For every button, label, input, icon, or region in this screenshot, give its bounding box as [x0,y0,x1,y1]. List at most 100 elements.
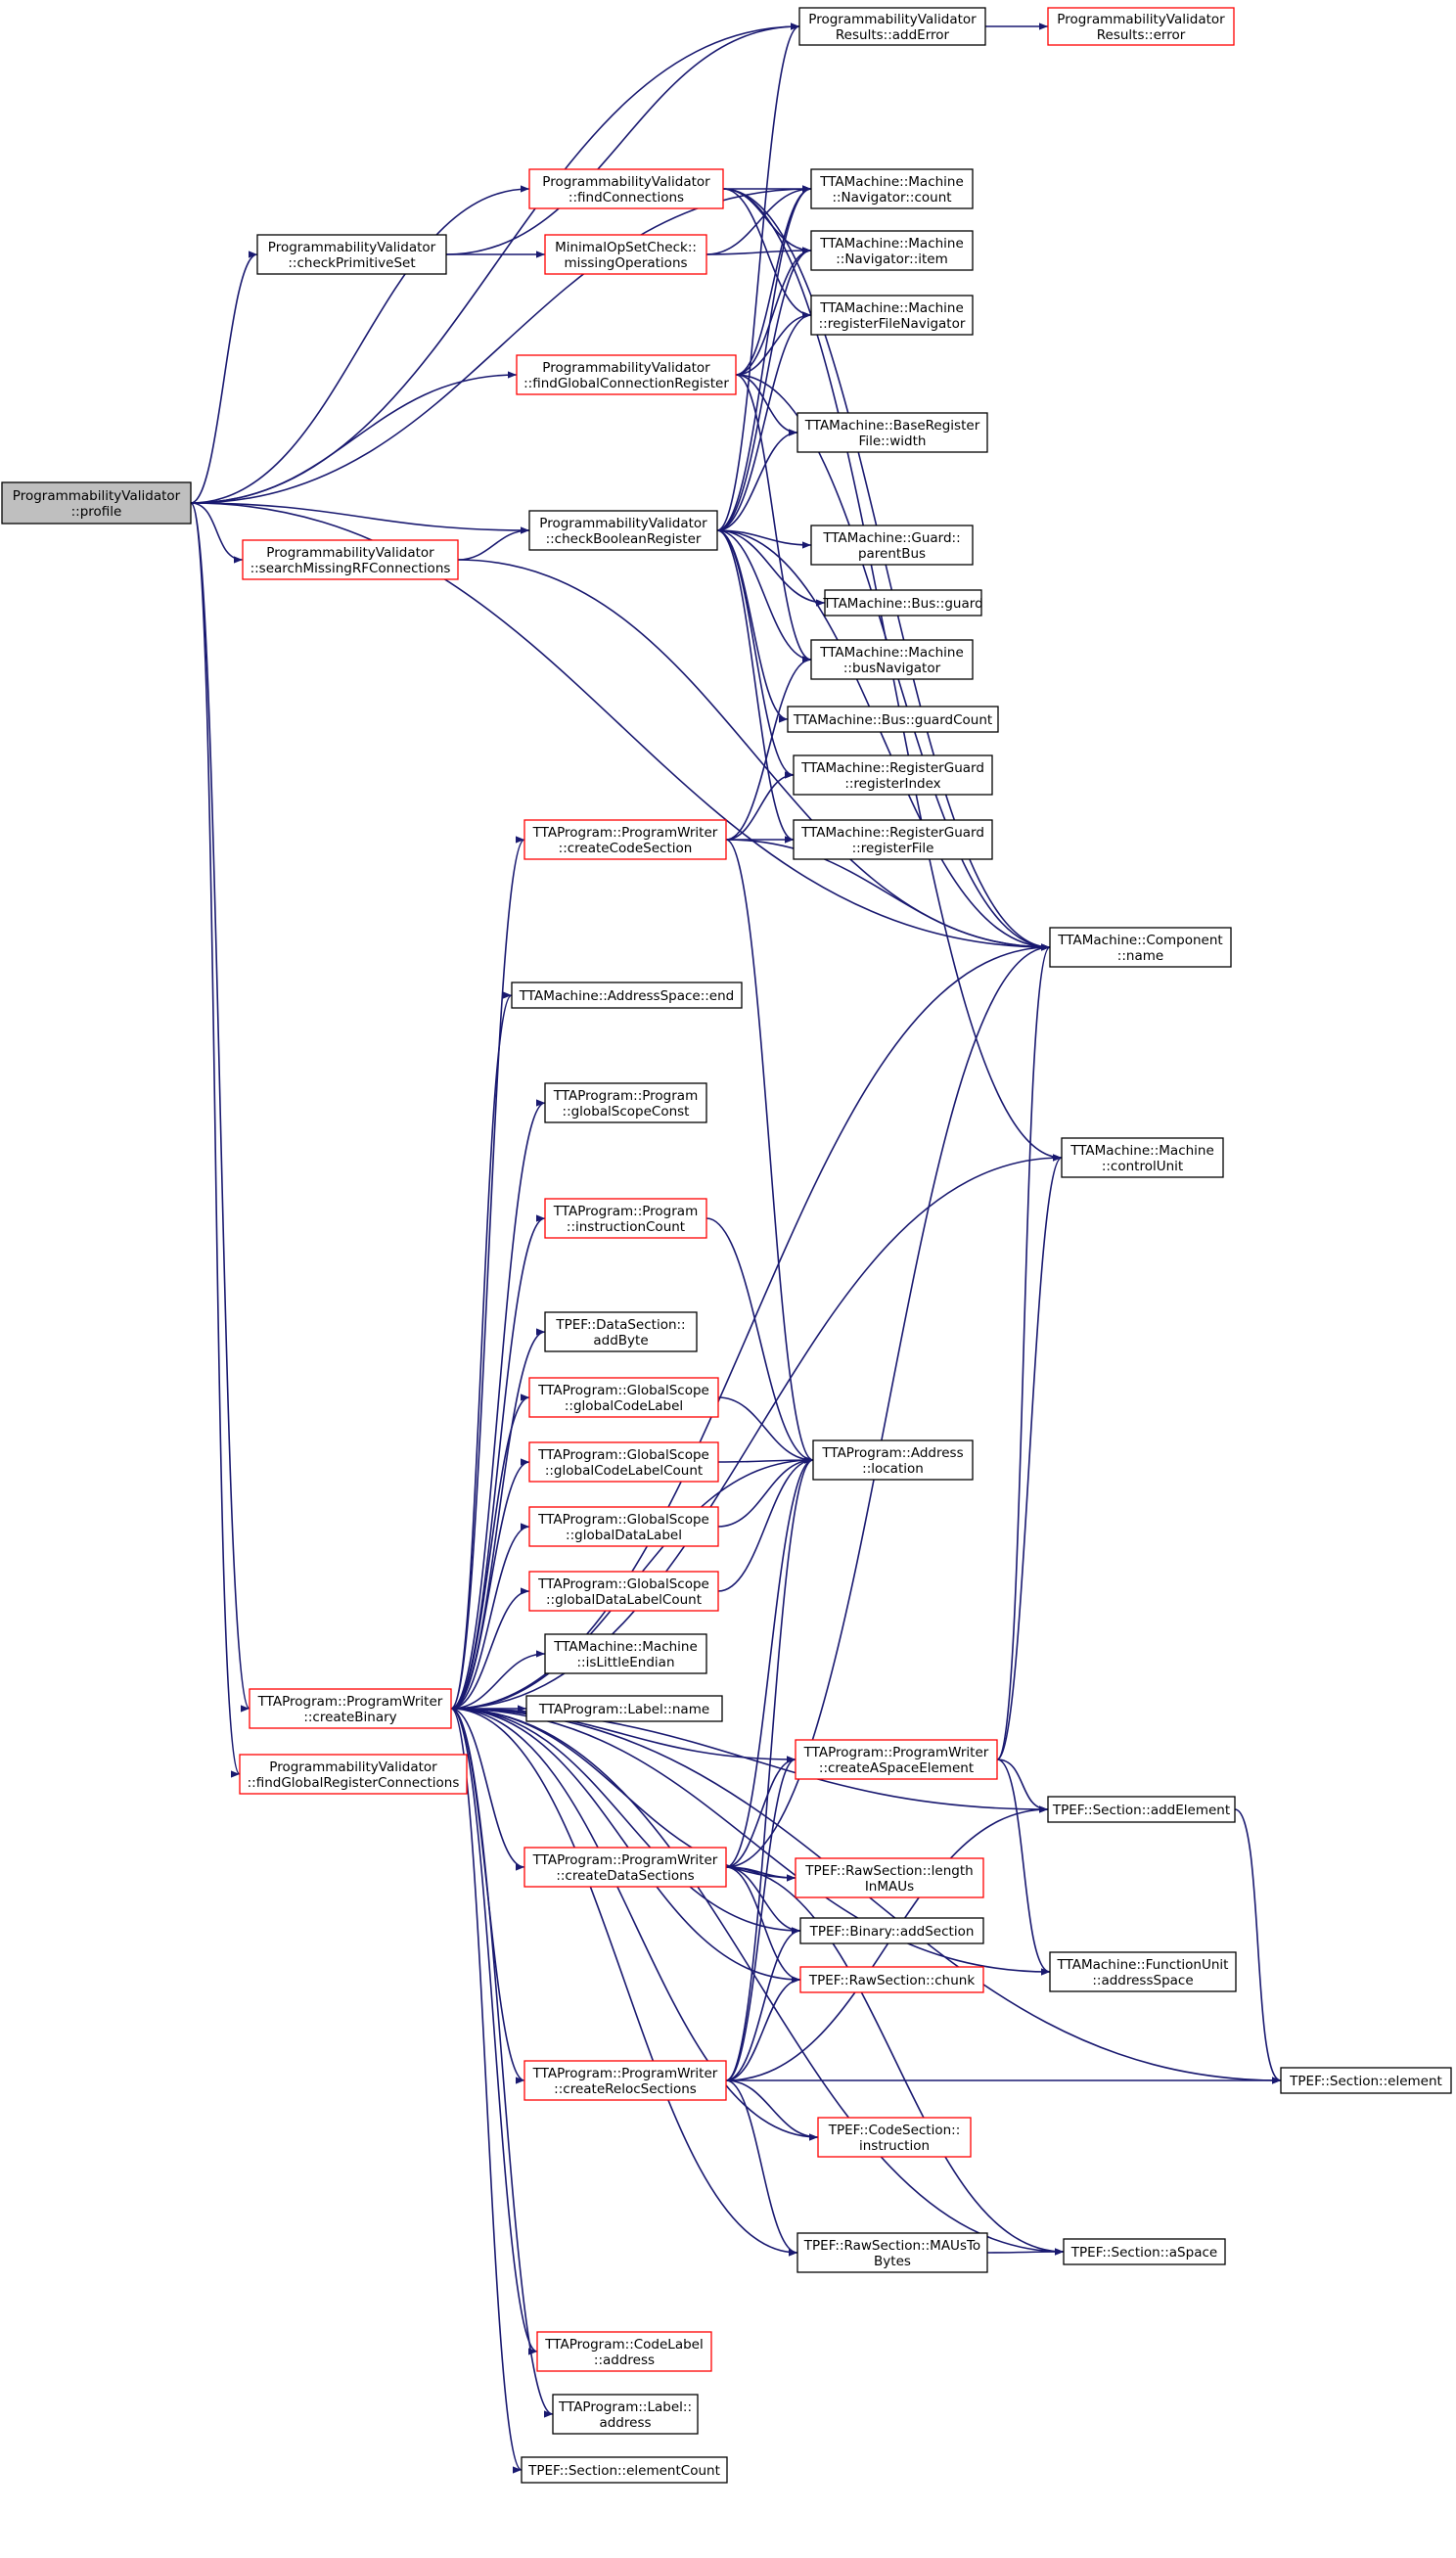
node-globalCodeLabel[interactable]: TTAProgram::GlobalScope::globalCodeLabel [528,1377,719,1418]
node-box [516,354,737,395]
edge-createBinary-to-codeLabelAddress [450,1708,538,2355]
edge-checkBooleanRegister-to-brfWidth [716,429,798,531]
edge-createBinary-to-labelAddress [450,1708,554,2418]
node-busGuardCount[interactable]: TTAMachine::Bus::guardCount [787,706,999,733]
node-box [1,481,192,525]
edge-checkBooleanRegister-to-busNavigator [716,529,812,663]
node-addressLocation[interactable]: TTAProgram::Address::location [812,1439,974,1481]
node-findGlobalRegConn[interactable]: ProgrammabilityValidator::findGlobalRegi… [239,1754,468,1795]
node-label-line: ::checkPrimitiveSet [288,255,415,271]
node-box [799,1917,984,1944]
node-createASpaceElement[interactable]: TTAProgram::ProgramWriter::createASpaceE… [795,1739,998,1780]
node-globalDataLabelCount[interactable]: TTAProgram::GlobalScope::globalDataLabel… [528,1571,719,1612]
node-addByte[interactable]: TPEF::DataSection::addByte [544,1311,698,1352]
node-label-line: TTAMachine::BaseRegister [804,418,980,434]
node-checkBooleanRegister[interactable]: ProgrammabilityValidator::checkBooleanRe… [528,510,718,551]
node-label-line: ProgrammabilityValidator [808,12,977,27]
node-searchMissingRF[interactable]: ProgrammabilityValidator::searchMissingR… [242,539,459,580]
node-box [1063,2238,1226,2265]
node-navCount[interactable]: TTAMachine::Machine::Navigator::count [810,168,974,209]
node-regFileNav[interactable]: TTAMachine::Machine::registerFileNavigat… [810,295,974,336]
node-controlUnit[interactable]: TTAMachine::Machine::controlUnit [1061,1137,1224,1178]
node-label-line: ProgrammabilityValidator [268,240,436,255]
node-guardParentBus[interactable]: TTAMachine::Guard::parentBus [810,525,974,566]
node-rgRegisterIndex[interactable]: TTAMachine::RegisterGuard::registerIndex [793,754,993,796]
node-createBinary[interactable]: TTAProgram::ProgramWriter::createBinary [249,1688,452,1729]
edge-searchMissingRF-to-checkBooleanRegister [457,526,530,561]
node-findConnections[interactable]: ProgrammabilityValidator::findConnection… [528,168,724,209]
node-globalScopeConst[interactable]: TTAProgram::Program::globalScopeConst [544,1082,707,1123]
node-missingOperations[interactable]: MinimalOpSetCheck::missingOperations [544,234,707,275]
node-label-line: Results::error [1097,27,1186,43]
node-sectionElementCount[interactable]: TPEF::Section::elementCount [521,2456,728,2484]
edge-profile-to-checkPrimitiveSet [190,251,258,504]
edge-createDataSections-to-sectionASpace [725,1866,1065,2256]
edge-checkBooleanRegister-to-rgRegisterFile [716,529,795,844]
node-codeSectionInstruction[interactable]: TPEF::CodeSection::instruction [817,2117,972,2158]
node-createDataSections[interactable]: TTAProgram::ProgramWriter::createDataSec… [523,1847,727,1888]
node-labelAddress[interactable]: TTAProgram::Label::address [552,2394,699,2435]
node-label-line: ::globalScopeConst [563,1104,690,1119]
node-sectionAddElement[interactable]: TPEF::Section::addElement [1047,1796,1236,1823]
node-label-line: TTAMachine::RegisterGuard [800,825,984,841]
node-binaryAddSection[interactable]: TPEF::Binary::addSection [799,1917,984,1944]
node-label-line: ::address [594,2352,655,2368]
node-box [810,639,974,680]
node-codeLabelAddress[interactable]: TTAProgram::CodeLabel::address [536,2331,712,2372]
node-createCodeSection[interactable]: TTAProgram::ProgramWriter::createCodeSec… [523,819,727,860]
node-label-line: ::globalCodeLabelCount [545,1463,703,1479]
edge-checkBooleanRegister-to-componentName [716,529,1051,951]
edge-createASpaceElement-to-sectionAddElement [996,1759,1049,1813]
node-globalDataLabel[interactable]: TTAProgram::GlobalScope::globalDataLabel [528,1506,719,1547]
node-rawChunk[interactable]: TPEF::RawSection::chunk [799,1966,984,1993]
node-checkPrimitiveSet[interactable]: ProgrammabilityValidator::checkPrimitive… [256,234,447,275]
node-label-line: TTAMachine::AddressSpace::end [519,988,734,1004]
node-findGlobalConnReg[interactable]: ProgrammabilityValidator::findGlobalConn… [516,354,737,395]
node-box [793,754,993,796]
node-rgRegisterFile[interactable]: TTAMachine::RegisterGuard::registerFile [793,819,993,860]
node-addError[interactable]: ProgrammabilityValidatorResults::addErro… [798,7,986,46]
edge-createBinary-to-createDataSections [450,1708,525,1871]
node-label-line: TPEF::Section::elementCount [527,2463,720,2479]
node-componentName[interactable]: TTAMachine::Component::name [1049,927,1232,968]
edge-createASpaceElement-to-componentName [996,943,1051,1760]
node-label-line: TTAMachine::Component [1057,933,1222,948]
node-label-line: TTAMachine::Machine [819,300,964,316]
node-isLittleEndian[interactable]: TTAMachine::Machine::isLittleEndian [544,1633,707,1674]
node-label-line: TPEF::RawSection::length [804,1863,973,1879]
node-busNavigator[interactable]: TTAMachine::Machine::busNavigator [810,639,974,680]
node-instructionCount[interactable]: TTAProgram::Program::instructionCount [544,1198,707,1239]
node-box [242,539,459,580]
node-label-line: ::Navigator::item [836,251,948,267]
edge-createBinary-to-createCodeSection [450,836,525,1710]
node-box [525,1695,723,1722]
edge-createBinary-to-rawMAUsToBytes [450,1708,798,2257]
node-profile[interactable]: ProgrammabilityValidator::profile [1,481,192,525]
node-navItem[interactable]: TTAMachine::Machine::Navigator::item [810,230,974,271]
node-fuAddressSpace[interactable]: TTAMachine::FunctionUnit::addressSpace [1049,1951,1237,1992]
edge-createASpaceElement-to-fuAddressSpace [996,1759,1051,1976]
node-box [521,2456,728,2484]
node-sectionASpace[interactable]: TPEF::Section::aSpace [1063,2238,1226,2265]
edge-profile-to-componentName [190,502,1051,951]
node-box [528,1377,719,1418]
node-box [528,168,724,209]
node-label-line: MinimalOpSetCheck:: [555,240,697,255]
node-globalCodeLabelCount[interactable]: TTAProgram::GlobalScope::globalCodeLabel… [528,1441,719,1483]
node-asEnd[interactable]: TTAMachine::AddressSpace::end [511,982,743,1009]
node-sectionElement[interactable]: TPEF::Section::element [1280,2067,1452,2094]
node-label-line: TTAProgram::ProgramWriter [532,825,718,841]
node-createRelocSections[interactable]: TTAProgram::ProgramWriter::createRelocSe… [523,2060,727,2101]
node-label-line: ::registerFileNavigator [819,316,966,332]
node-box [544,1633,707,1674]
node-label-line: TTAMachine::Bus::guard [822,596,982,612]
edge-createBinary-to-globalDataLabel [450,1523,530,1710]
node-labelName[interactable]: TTAProgram::Label::name [525,1695,723,1722]
node-box [528,1506,719,1547]
node-busGuard[interactable]: TTAMachine::Bus::guard [822,589,983,617]
node-label-line: ::createDataSections [556,1868,694,1884]
